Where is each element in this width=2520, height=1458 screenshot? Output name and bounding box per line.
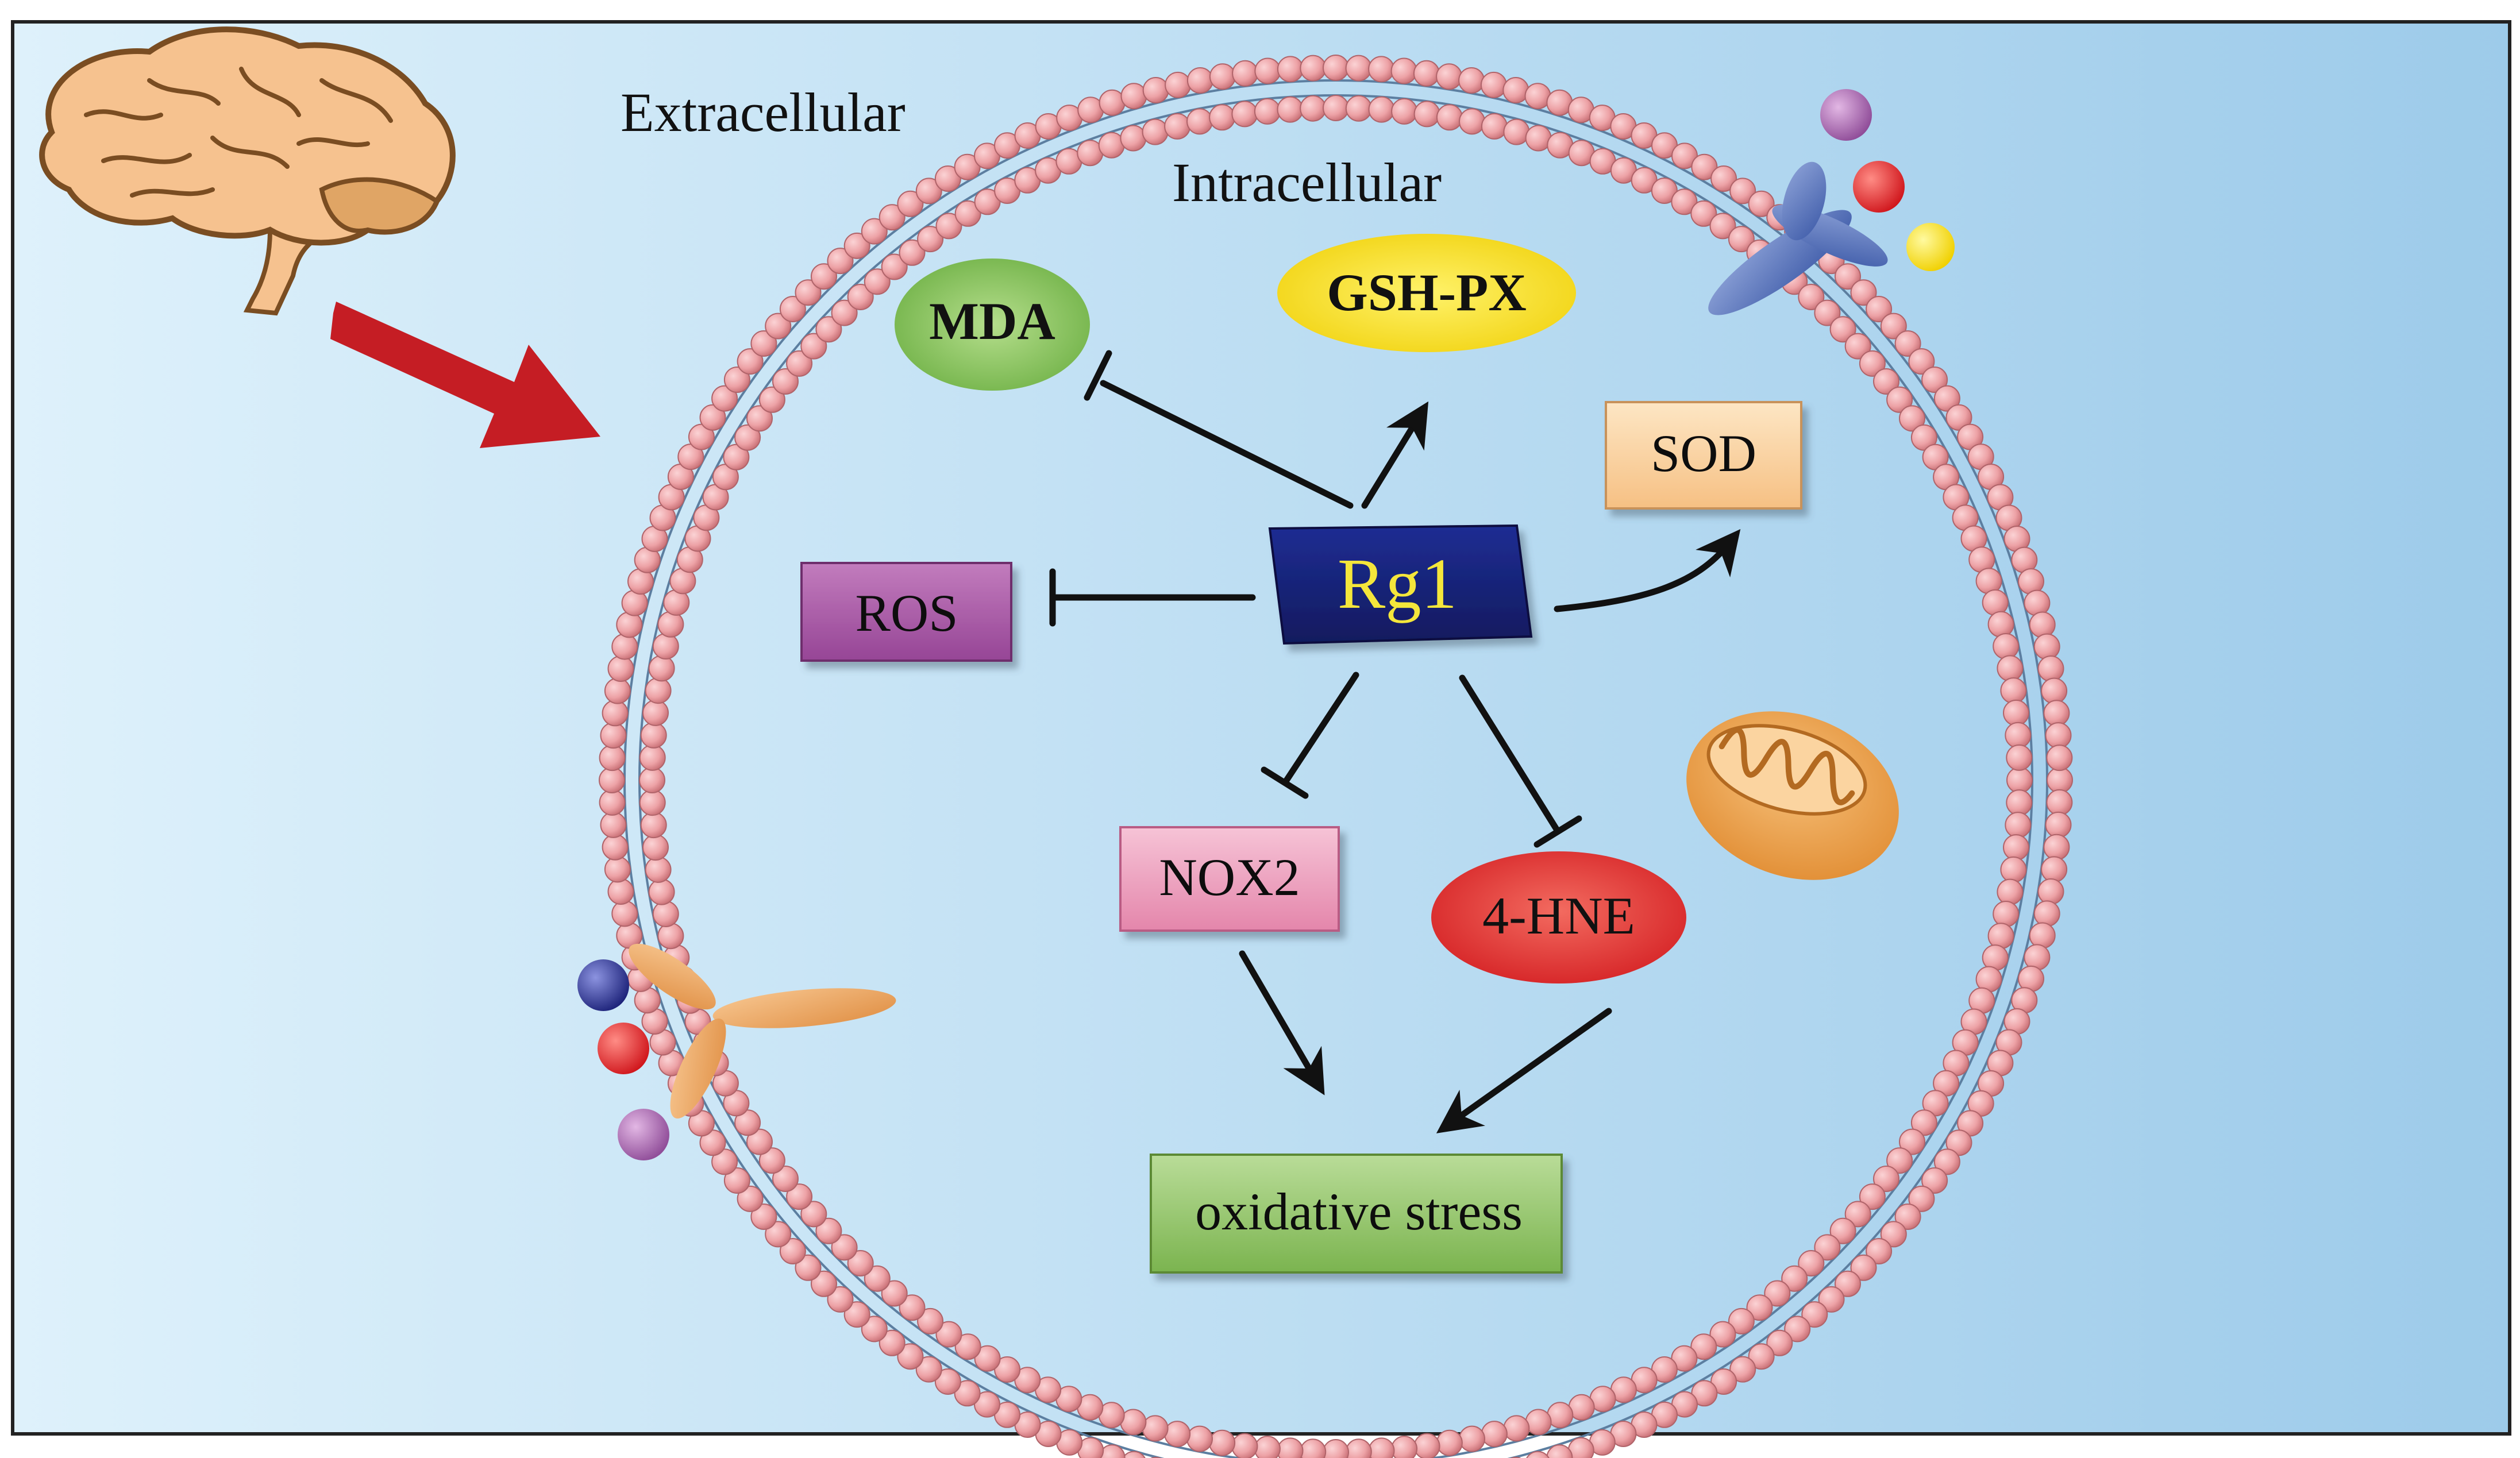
node-gshpx: GSH-PX — [1277, 234, 1576, 352]
mitochondrion-icon — [1686, 711, 1899, 880]
node-mda: MDA — [895, 259, 1090, 391]
receptor-icon — [1708, 161, 1888, 315]
inhibit-bar-mda — [1084, 350, 1112, 401]
brain-icon — [39, 26, 456, 316]
intracellular-label: Intracellular — [1172, 152, 1442, 213]
receptor-icon — [629, 943, 896, 1119]
pathway-edges — [1049, 350, 1741, 1133]
node-hne: 4-HNE — [1431, 851, 1686, 983]
rg1-label: Rg1 — [1338, 545, 1457, 624]
edge-rg1-sod — [1554, 529, 1741, 612]
sod-label: SOD — [1651, 424, 1756, 483]
cell-membrane — [599, 55, 2073, 1458]
nox2-label: NOX2 — [1159, 848, 1300, 907]
node-ros: ROS — [800, 562, 1012, 662]
edge-rg1-gshpx — [1361, 401, 1429, 509]
node-sod: SOD — [1605, 401, 1802, 510]
edge-rg1-hne — [1459, 674, 1560, 834]
red-arrow-icon — [330, 302, 600, 448]
edge-rg1-mda — [1100, 380, 1354, 509]
mda-label: MDA — [929, 292, 1055, 350]
extracellular-label: Extracellular — [621, 82, 905, 143]
inhibit-bar-hne — [1533, 815, 1582, 848]
edge-rg1-nox2 — [1282, 672, 1359, 785]
node-rg1: Rg1 — [1268, 524, 1533, 645]
hne-label: 4-HNE — [1482, 886, 1635, 945]
ligand-icon — [577, 959, 669, 1160]
node-oxidative-stress: oxidative stress — [1150, 1154, 1563, 1274]
node-nox2: NOX2 — [1119, 826, 1340, 932]
edge-nox2-oxidative — [1239, 950, 1325, 1096]
ros-label: ROS — [856, 584, 958, 642]
oxidative-stress-label: oxidative stress — [1195, 1182, 1523, 1241]
ligand-icon — [1820, 89, 1955, 271]
edge-hne-oxidative — [1436, 1008, 1612, 1133]
inhibit-bar-nox2 — [1261, 766, 1309, 799]
gshpx-label: GSH-PX — [1327, 263, 1527, 322]
